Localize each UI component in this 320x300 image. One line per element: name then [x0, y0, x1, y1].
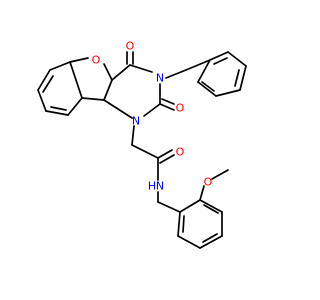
- bond: [49, 61, 71, 71]
- bond: [202, 233, 218, 243]
- bonds: [37, 51, 247, 249]
- bond: [81, 97, 105, 101]
- atom-labels: O O N O N O H N O: [92, 40, 213, 193]
- bond: [177, 235, 201, 249]
- bond: [239, 65, 247, 91]
- bond: [234, 69, 240, 87]
- atom-nitrogen-phenyl: N: [156, 72, 164, 85]
- atom-oxygen-methoxy: O: [204, 176, 213, 189]
- bond: [103, 63, 113, 81]
- bond: [209, 51, 229, 61]
- atom-nitrogen-amide: N: [156, 180, 164, 193]
- bond: [157, 201, 181, 213]
- bond: [215, 89, 241, 97]
- bond: [45, 110, 69, 116]
- bond: [179, 199, 201, 213]
- bond: [201, 81, 215, 92]
- bond: [103, 79, 113, 101]
- bond: [159, 154, 175, 164]
- bond: [42, 75, 54, 93]
- bond: [131, 144, 159, 159]
- bond: [143, 103, 161, 117]
- bond: [182, 215, 185, 233]
- bond: [129, 64, 153, 73]
- molecule-structure: O O N O N O H N O: [37, 40, 247, 249]
- bond: [69, 57, 89, 63]
- bond: [203, 204, 219, 214]
- bond: [157, 149, 173, 159]
- bond: [177, 211, 181, 237]
- bond: [199, 235, 223, 249]
- bond: [50, 106, 67, 111]
- bond: [197, 59, 211, 83]
- atom-oxygen-carbonyl-top: O: [126, 40, 135, 53]
- bond: [213, 57, 228, 65]
- bond: [67, 97, 83, 116]
- bond: [69, 61, 83, 99]
- bond: [199, 185, 205, 201]
- bond: [131, 125, 135, 146]
- bond: [165, 69, 187, 79]
- atom-hydrogen-amide: H: [148, 180, 156, 193]
- bond: [199, 199, 223, 213]
- bond: [185, 59, 211, 71]
- bond: [227, 51, 247, 67]
- bond: [103, 99, 133, 119]
- atom-oxygen-carbonyl-mid: O: [176, 102, 185, 115]
- bond: [161, 98, 175, 105]
- bond: [197, 81, 217, 97]
- bond: [111, 64, 131, 81]
- atom-nitrogen-ring: N: [132, 115, 140, 128]
- bond: [37, 89, 47, 112]
- bond: [211, 169, 229, 180]
- bond: [37, 69, 51, 91]
- molecule-canvas: O O N O N O H N O: [37, 40, 247, 249]
- bond: [159, 103, 175, 111]
- atom-oxygen-amide: O: [176, 146, 185, 159]
- atom-oxygen-furan: O: [92, 54, 101, 67]
